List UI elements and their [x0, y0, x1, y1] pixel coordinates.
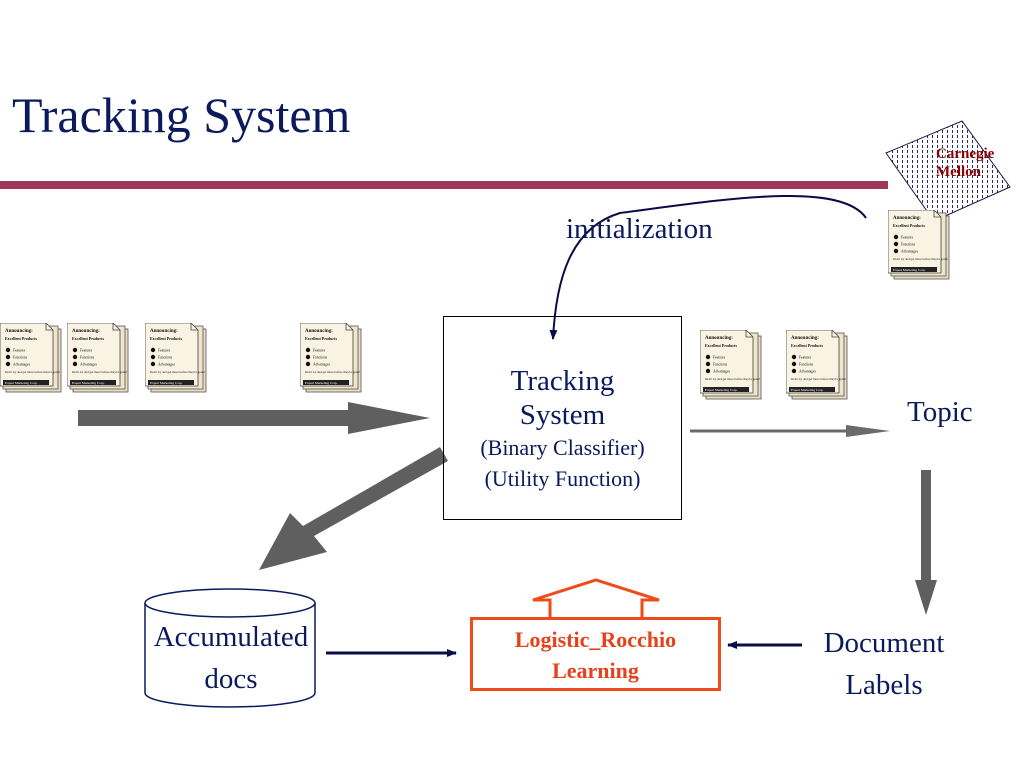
document-icon: Announcing: Excellent Products Features … [786, 330, 848, 400]
document-icon: Announcing: Excellent Products Features … [888, 210, 950, 280]
slide-title: Tracking System [12, 87, 351, 143]
document-labels-line-2: Labels [845, 669, 923, 701]
initialization-label: initialization [566, 213, 713, 245]
document-icon: Announcing: Excellent Products Features … [0, 323, 62, 393]
svg-text:Features: Features [80, 349, 93, 353]
svg-text:Announcing:: Announcing: [150, 329, 178, 334]
svg-text:Expert Marketing Corp.: Expert Marketing Corp. [893, 268, 926, 272]
svg-text:Expert Marketing Corp.: Expert Marketing Corp. [72, 381, 105, 385]
svg-text:Features: Features [799, 356, 812, 360]
svg-text:Functions: Functions [901, 243, 916, 247]
document-icon: Announcing: Excellent Products Features … [145, 323, 207, 393]
tracking-system-line-3: (Binary Classifier) [480, 435, 645, 460]
svg-text:Don't try and get more before: Don't try and get more before they're go… [705, 377, 760, 381]
svg-text:Features: Features [901, 236, 914, 240]
svg-text:Announcing:: Announcing: [893, 216, 921, 221]
svg-text:Features: Features [158, 349, 171, 353]
tracking-system-line-4: (Utility Function) [484, 466, 641, 491]
svg-text:Don't try and get more before: Don't try and get more before they're go… [893, 257, 948, 261]
svg-text:Don't try and get more before: Don't try and get more before they're go… [72, 370, 127, 374]
svg-text:Excellent Products: Excellent Products [791, 343, 823, 348]
svg-text:Announcing:: Announcing: [305, 329, 333, 334]
document-labels-label: Document Labels [805, 622, 963, 706]
learning-up-arrow [532, 578, 660, 617]
logo-text: Carnegie Mellon [936, 145, 994, 181]
initialization-arrow [549, 195, 867, 340]
svg-text:Excellent Products: Excellent Products [5, 336, 37, 341]
document-icon: Announcing: Excellent Products Features … [700, 330, 762, 400]
svg-text:Excellent Products: Excellent Products [150, 336, 182, 341]
svg-text:Don't try and get more before: Don't try and get more before they're go… [5, 370, 60, 374]
logo-line-1: Carnegie [936, 146, 995, 162]
learning-text: Logistic_Rocchio Learning [470, 624, 721, 686]
svg-text:Announcing:: Announcing: [5, 329, 33, 334]
svg-text:Expert Marketing Corp.: Expert Marketing Corp. [150, 381, 183, 385]
svg-text:Don't try and get more before: Don't try and get more before they're go… [150, 370, 205, 374]
svg-text:Announcing:: Announcing: [705, 336, 733, 341]
svg-text:Advantages: Advantages [799, 370, 817, 374]
svg-text:Features: Features [713, 356, 726, 360]
document-labels-line-1: Document [823, 627, 945, 659]
svg-text:Functions: Functions [158, 356, 173, 360]
document-icon: Announcing: Excellent Products Features … [67, 323, 129, 393]
learning-line-1: Logistic_Rocchio [514, 627, 677, 652]
svg-text:Functions: Functions [799, 363, 814, 367]
svg-text:Expert Marketing Corp.: Expert Marketing Corp. [5, 381, 38, 385]
svg-text:Announcing:: Announcing: [791, 336, 819, 341]
accumulate-arrow [259, 447, 448, 570]
svg-text:Excellent Products: Excellent Products [705, 343, 737, 348]
document-icon: Announcing: Excellent Products Features … [300, 323, 362, 393]
svg-text:Features: Features [313, 349, 326, 353]
labels-arrow [915, 470, 937, 615]
accumulated-line-2: docs [204, 663, 258, 695]
accumulated-docs-cylinder [144, 588, 316, 708]
svg-text:Advantages: Advantages [713, 370, 731, 374]
svg-text:Functions: Functions [13, 356, 28, 360]
svg-text:Expert Marketing Corp.: Expert Marketing Corp. [705, 388, 738, 392]
svg-text:Excellent Products: Excellent Products [893, 223, 925, 228]
svg-text:Excellent Products: Excellent Products [72, 336, 104, 341]
svg-text:Advantages: Advantages [901, 250, 919, 254]
accumulated-docs-label: Accumulated docs [138, 616, 324, 700]
accumulated-line-1: Accumulated [153, 621, 309, 653]
svg-text:Announcing:: Announcing: [72, 329, 100, 334]
topic-label: Topic [907, 396, 973, 428]
svg-text:Advantages: Advantages [158, 363, 176, 367]
learning-line-2: Learning [552, 658, 639, 683]
logo-line-2: Mellon [936, 164, 981, 180]
svg-text:Advantages: Advantages [80, 363, 98, 367]
tracking-system-line-1: Tracking [510, 365, 615, 397]
svg-text:Advantages: Advantages [13, 363, 31, 367]
topic-arrow [846, 425, 890, 437]
svg-text:Don't try and get more before: Don't try and get more before they're go… [791, 377, 846, 381]
svg-text:Functions: Functions [713, 363, 728, 367]
tracking-system-line-2: System [519, 399, 606, 431]
tracking-system-text: Tracking System (Binary Classifier) (Uti… [443, 364, 682, 494]
title-divider [0, 181, 888, 189]
svg-text:Expert Marketing Corp.: Expert Marketing Corp. [791, 388, 824, 392]
tracking-system-box [443, 316, 682, 520]
svg-text:Advantages: Advantages [313, 363, 331, 367]
input-stream-arrow [78, 402, 430, 434]
svg-text:Excellent Products: Excellent Products [305, 336, 337, 341]
svg-text:Functions: Functions [80, 356, 95, 360]
svg-text:Functions: Functions [313, 356, 328, 360]
svg-text:Expert Marketing Corp.: Expert Marketing Corp. [305, 381, 338, 385]
svg-text:Features: Features [13, 349, 26, 353]
learning-box [470, 617, 721, 691]
svg-text:Don't try and get more before: Don't try and get more before they're go… [305, 370, 360, 374]
